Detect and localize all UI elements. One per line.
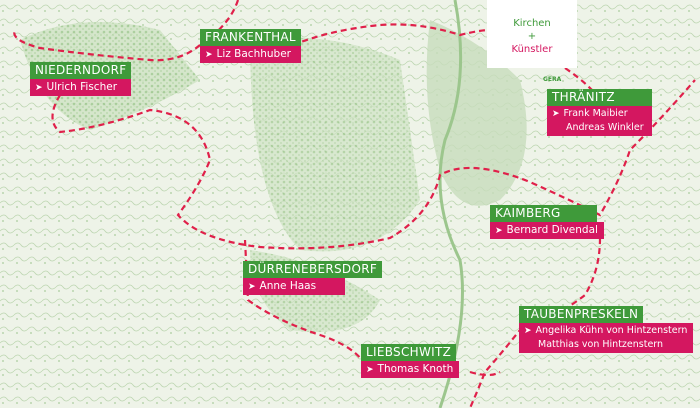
location-name: KAIMBERG	[490, 205, 597, 222]
artist-name: Anne Haas	[259, 280, 317, 292]
map-city-label: GERA	[543, 76, 562, 83]
artist-name: Liz Bachhuber	[216, 48, 291, 60]
artist-name: Ulrich Fischer	[46, 81, 118, 93]
artist-list: ➤Bernard Divendal	[490, 222, 604, 239]
location-taubenpreskeln[interactable]: TAUBENPRESKELN ➤Angelika Kühn von Hintze…	[519, 303, 694, 353]
artist-name: Thomas Knoth	[377, 363, 454, 375]
arrow-icon: ➤	[248, 282, 256, 292]
location-duerrenebersdorf[interactable]: DÜRRENEBERSDORF ➤Anne Haas	[243, 261, 383, 295]
location-liebschwitz[interactable]: LIEBSCHWITZ ➤Thomas Knoth	[361, 341, 460, 378]
brand-logo: Kirchen + Künstler	[487, 0, 577, 68]
brand-plus: +	[527, 31, 537, 42]
arrow-icon: ➤	[495, 226, 503, 236]
arrow-icon: ➤	[205, 50, 213, 60]
artist-name: Andreas Winkler	[566, 122, 644, 133]
artist-list: ➤Anne Haas	[243, 278, 345, 295]
arrow-icon: ➤	[366, 365, 374, 375]
brand-kirchen: Kirchen	[513, 18, 551, 29]
location-name: TAUBENPRESKELN	[519, 306, 644, 323]
location-kaimberg[interactable]: KAIMBERG ➤Bernard Divendal	[490, 205, 604, 239]
arrow-icon: ➤	[35, 83, 43, 93]
location-name: THRÄNITZ	[547, 89, 652, 106]
location-name: DÜRRENEBERSDORF	[243, 261, 383, 278]
location-frankenthal[interactable]: FRANKENTHAL ➤Liz Bachhuber	[200, 29, 301, 63]
brand-kuenstler: Künstler	[511, 44, 553, 55]
river	[438, 0, 464, 408]
forest-area	[250, 37, 420, 252]
artist-list: ➤Ulrich Fischer	[30, 79, 132, 96]
artist-name: Frank Maibier	[563, 108, 628, 119]
artist-name: Matthias von Hintzenstern	[538, 339, 664, 350]
artist-list: ➤Thomas Knoth	[361, 361, 460, 378]
location-name: FRANKENTHAL	[200, 29, 301, 46]
arrow-icon: ➤	[524, 326, 532, 336]
location-name: LIEBSCHWITZ	[361, 344, 457, 361]
location-niederndorf[interactable]: NIEDERNDORF ➤Ulrich Fischer	[30, 62, 132, 96]
artist-list: ➤Liz Bachhuber	[200, 46, 301, 63]
artist-name: Bernard Divendal	[506, 224, 598, 236]
arrow-icon: ➤	[552, 109, 560, 119]
location-name: NIEDERNDORF	[30, 62, 132, 79]
artist-name: Angelika Kühn von Hintzenstern	[535, 325, 688, 336]
